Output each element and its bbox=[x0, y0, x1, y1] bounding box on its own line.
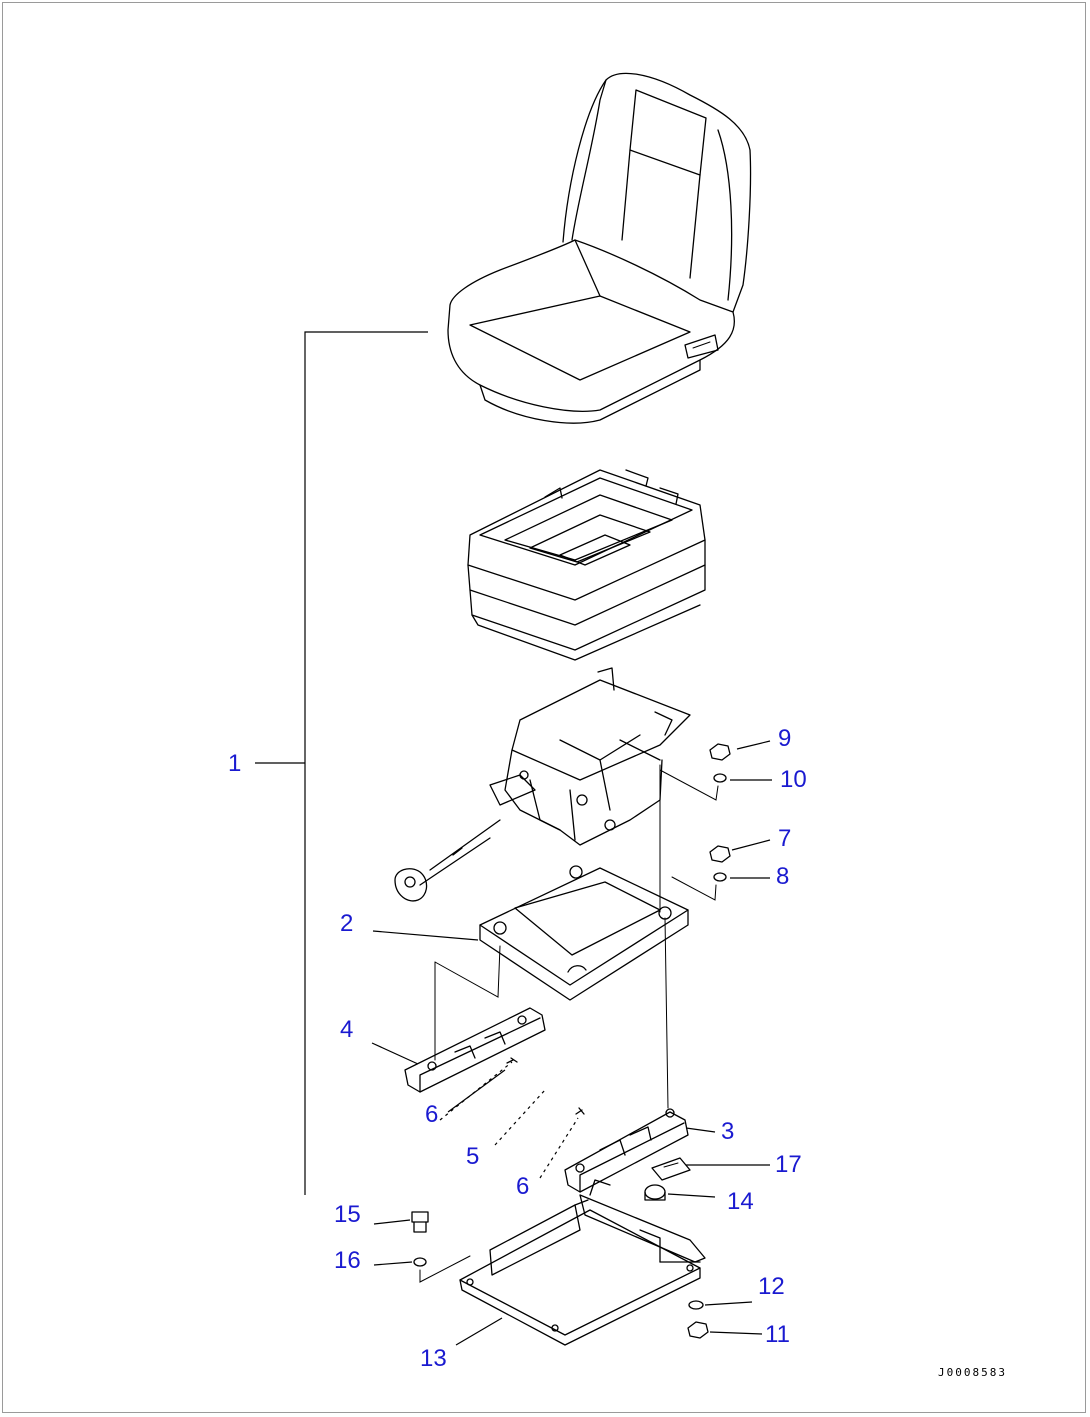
callout-11: 11 bbox=[765, 1321, 790, 1348]
drawing-code: J0008583 bbox=[938, 1366, 1007, 1379]
slide-rail-left bbox=[404, 1007, 546, 1093]
callout-4: 4 bbox=[340, 1016, 353, 1043]
assembly-bracket bbox=[255, 331, 428, 1195]
slide-plate bbox=[479, 865, 689, 1001]
base-bracket bbox=[459, 1179, 706, 1346]
callout-13: 13 bbox=[420, 1345, 447, 1372]
callout-6b: 6 bbox=[516, 1173, 529, 1200]
callout-17: 17 bbox=[775, 1151, 802, 1178]
callouts: 1 2 3 4 5 6 6 7 8 9 10 11 12 13 14 15 16… bbox=[228, 725, 807, 1372]
suspension-mechanism bbox=[394, 667, 691, 902]
callout-3: 3 bbox=[721, 1118, 734, 1145]
callout-1: 1 bbox=[228, 750, 241, 777]
callout-14: 14 bbox=[727, 1188, 754, 1215]
callout-5: 5 bbox=[466, 1143, 479, 1170]
callout-10: 10 bbox=[780, 766, 807, 793]
seat-assembly bbox=[447, 72, 752, 424]
callout-12: 12 bbox=[758, 1273, 785, 1300]
alignment-lines bbox=[419, 764, 719, 1283]
leader-lines bbox=[371, 740, 772, 1346]
slide-rail-right bbox=[564, 1108, 689, 1193]
callout-16: 16 bbox=[334, 1247, 361, 1274]
callout-8: 8 bbox=[776, 863, 789, 890]
callout-2: 2 bbox=[340, 910, 353, 937]
suspension-bellows bbox=[467, 469, 706, 661]
callout-9: 9 bbox=[778, 725, 791, 752]
callout-6a: 6 bbox=[425, 1101, 438, 1128]
callout-7: 7 bbox=[778, 825, 791, 852]
callout-15: 15 bbox=[334, 1201, 361, 1228]
hardware bbox=[411, 743, 731, 1339]
